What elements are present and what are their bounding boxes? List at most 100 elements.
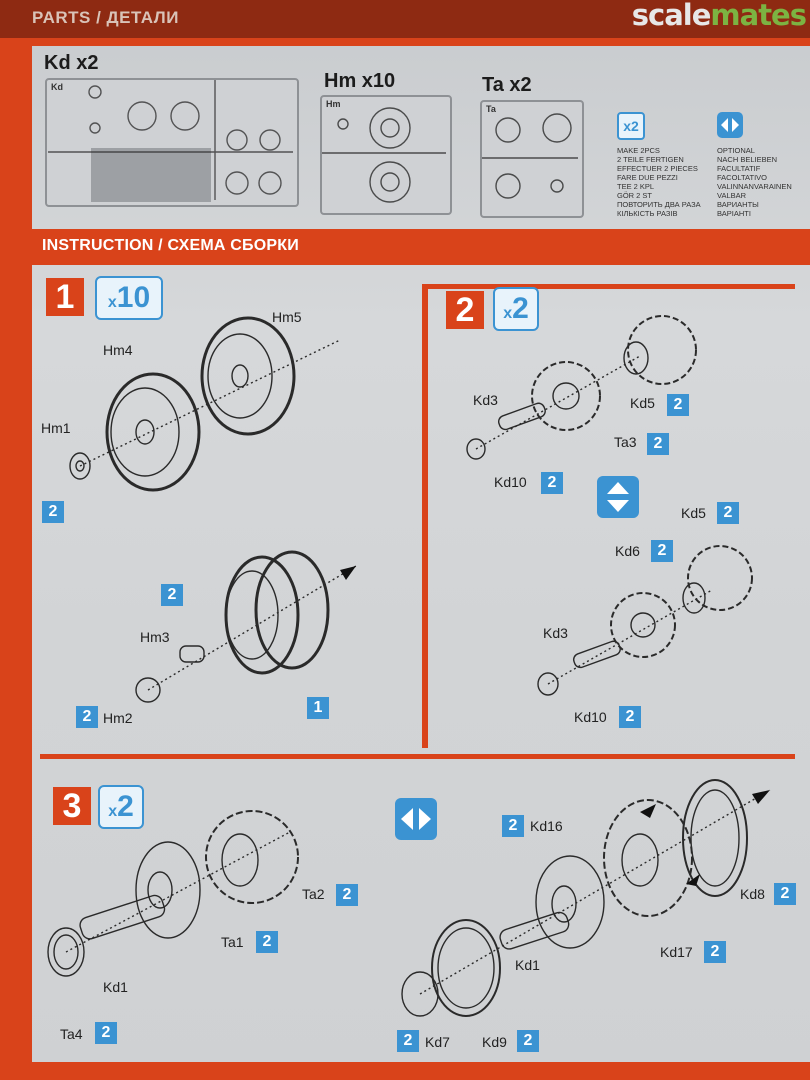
road-wheel-pair [224, 550, 330, 675]
label-hm2: Hm2 [103, 710, 133, 726]
label-kd16: Kd16 [530, 818, 563, 834]
label-hm1: Hm1 [41, 420, 71, 436]
hub-cap-hm1 [69, 452, 91, 480]
step-2-multiplier: x2 [493, 287, 539, 331]
label-kd17: Kd17 [660, 944, 693, 960]
badge-kd10-top: 2 [541, 472, 563, 494]
badge-kd17: 2 [704, 941, 726, 963]
step-2-number: 2 [446, 291, 484, 329]
legend-make-line: TEE 2 KPL [617, 182, 655, 191]
alternative-swap-icon [597, 476, 639, 518]
sprue-hm-parts [322, 107, 446, 203]
scalemates-logo[interactable]: scalemates [631, 0, 807, 32]
legend-optional-line: FACOLTATIVO [717, 173, 768, 182]
hub-kd16 [535, 855, 605, 949]
label-hm3: Hm3 [140, 629, 170, 645]
sprue-hm: Hm [320, 95, 452, 215]
label-ta2: Ta2 [302, 886, 325, 902]
optional-arrows-icon [721, 118, 739, 132]
parts-header-bar: PARTS / ДЕТАЛИ scalemates [0, 0, 810, 38]
divider-step1-step2 [422, 284, 428, 748]
step-1-times-n: 10 [116, 281, 151, 314]
label-kd3-top: Kd3 [473, 392, 498, 408]
assembly-axis-1 [79, 339, 341, 467]
legend-make-line: GÖR 2 ST [617, 191, 653, 200]
sprocket-kd5-bottom [682, 545, 753, 614]
instruction-header: INSTRUCTION / СХЕМА СБОРКИ [32, 229, 810, 265]
option-arrows-icon [401, 808, 431, 830]
logo-mates: mates [710, 0, 807, 32]
legend-make-line: КІЛЬКІСТЬ РАЗІВ [617, 209, 678, 218]
badge-kd5-bottom: 2 [717, 502, 739, 524]
ring-kd8 [682, 779, 748, 897]
sprue-ta-title: Ta x2 [482, 74, 532, 96]
legend-make-line: MAKE 2pcs [617, 146, 660, 155]
assembly-arrows [340, 566, 770, 886]
badge-ta3: 2 [647, 433, 669, 455]
legend-optional-line: ВАРІАНТІ [717, 209, 751, 218]
badge-kd10-bottom: 2 [619, 706, 641, 728]
legend-optional-line: ВАРИАНТЫ [717, 200, 759, 209]
axle-kd3-bottom [572, 640, 621, 669]
hub-ta1 [135, 841, 201, 939]
badge-ta2: 2 [336, 884, 358, 906]
badge-ta4: 2 [95, 1022, 117, 1044]
swap-arrows-icon [607, 482, 629, 512]
sprue-kd: Kd [45, 78, 299, 207]
assembly-axis-6 [419, 789, 771, 995]
label-kd7: Kd7 [425, 1034, 450, 1050]
badge-hm2: 2 [76, 706, 98, 728]
label-hm4: Hm4 [103, 342, 133, 358]
axle-kd3-top [497, 402, 546, 431]
ring-ta4 [47, 927, 85, 977]
optional-icon [717, 112, 743, 138]
label-kd1-right: Kd1 [515, 957, 540, 973]
legend-make-line: ПОВТОРИТЬ ДВА РАЗА [617, 200, 701, 209]
sprocket-ta3 [531, 361, 601, 431]
badge-ta1: 2 [256, 931, 278, 953]
legend-make-line: 2 TEILE FERTIGEN [617, 155, 684, 164]
assembly-axis-4 [547, 589, 713, 685]
label-kd6: Kd6 [615, 543, 640, 559]
legend-make-line: FARE DUE PEZZI [617, 173, 678, 182]
sprue-hm-title: Hm x10 [324, 70, 396, 92]
label-ta1: Ta1 [221, 934, 244, 950]
badge-hm1: 2 [42, 501, 64, 523]
step-3-times-n: 2 [117, 790, 134, 823]
cap-kd10-top [466, 438, 486, 460]
logo-scale: scale [631, 0, 712, 32]
cap-kd7 [401, 971, 439, 1017]
badge-kd16: 2 [502, 815, 524, 837]
make-multiple-icon: x2 [617, 112, 645, 140]
badge-wheel-side: 2 [161, 584, 183, 606]
axle-kd1-right [499, 911, 570, 950]
sprue-kd-parts [48, 80, 293, 200]
label-kd10-top: Kd10 [494, 474, 527, 490]
step-1-number: 1 [46, 278, 84, 316]
badge-kd8: 2 [774, 883, 796, 905]
ring-kd9 [431, 919, 501, 1017]
sprocket-kd5-top [623, 315, 697, 385]
road-wheel-hm4 [105, 372, 201, 492]
sprocket-kd17 [603, 799, 693, 917]
legend-make: MAKE 2pcs 2 TEILE FERTIGEN EFFECTUER 2 P… [617, 146, 701, 218]
axle-kd1-left [79, 894, 166, 940]
step-3-number: 3 [53, 787, 91, 825]
legend-make-line: EFFECTUER 2 PIECES [617, 164, 698, 173]
label-kd10-bottom: Kd10 [574, 709, 607, 725]
label-kd1-left: Kd1 [103, 979, 128, 995]
sprocket-kd6 [610, 592, 676, 658]
assembly-axis-5 [65, 831, 291, 953]
instruction-title: INSTRUCTION / СХЕМА СБОРКИ [42, 237, 299, 254]
assembly-axis-2 [147, 565, 357, 691]
legend-optional-line: VALINNANVARAINEN [717, 182, 792, 191]
hub-cap-hm2 [135, 677, 161, 703]
step-1-multiplier: x10 [95, 276, 163, 320]
alternative-option-icon [395, 798, 437, 840]
sprue-kd-title: Kd x2 [44, 52, 99, 74]
legend-optional-line: NACH BELIEBEN [717, 155, 778, 164]
step-3-multiplier: x2 [98, 785, 144, 829]
label-ta4: Ta4 [60, 1026, 83, 1042]
